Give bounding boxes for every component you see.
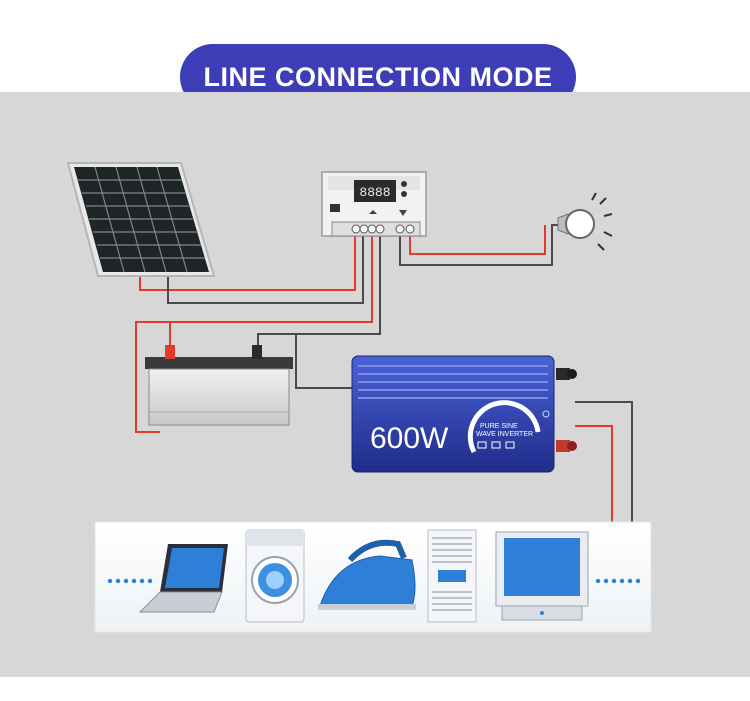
inverter-subtitle-line1: PURE SINE [480, 423, 518, 430]
inverter-subtitle-line2: WAVE INVERTER [476, 431, 533, 438]
controller-display [354, 180, 396, 202]
laptop-icon [138, 544, 228, 613]
iron-icon [318, 539, 416, 610]
controller-terminals [331, 221, 421, 237]
charge-controller: 8888 [321, 171, 427, 237]
dots-right [595, 578, 641, 584]
inverter-terminals [556, 368, 577, 452]
load-positive-wire [409, 225, 546, 255]
battery-symbol-icon [369, 210, 377, 214]
battery-positive-drop-wire [136, 321, 171, 348]
solar-positive-wire [139, 235, 356, 291]
ac-live-wire [575, 425, 613, 522]
inverter-power-label: 600W [370, 422, 449, 455]
bulb-symbol-icon [399, 210, 407, 216]
air-conditioner-icon [427, 529, 477, 623]
inverter-arc [467, 400, 541, 454]
controller-display-text: 8888 [359, 185, 390, 200]
wires [135, 224, 633, 522]
inverter-power-icon [542, 410, 550, 418]
battery-negative-wire [257, 235, 381, 348]
load-negative-wire [399, 224, 560, 266]
battery-negative-terminal [252, 345, 262, 359]
washing-machine-icon [245, 529, 305, 623]
ac-neutral-wire [575, 401, 633, 522]
solar-panel [66, 162, 216, 277]
light-bulb-icon [557, 192, 613, 251]
inverter-indicator-icon [491, 441, 501, 449]
appliance-strip [94, 521, 652, 633]
controller-button-icon [401, 191, 407, 197]
battery [145, 345, 293, 426]
battery-positive-terminal [165, 345, 175, 359]
battery-inverter-wire [295, 334, 356, 389]
solar-negative-wire [167, 235, 364, 304]
controller-button-icon [401, 181, 407, 187]
inverter-indicator-icon [477, 441, 487, 449]
dots-left [107, 578, 153, 584]
inverter-indicator-icon [505, 441, 515, 449]
monitor-icon [495, 531, 589, 621]
inverter: 600W PURE SINE WAVE INVERTER [351, 355, 577, 473]
